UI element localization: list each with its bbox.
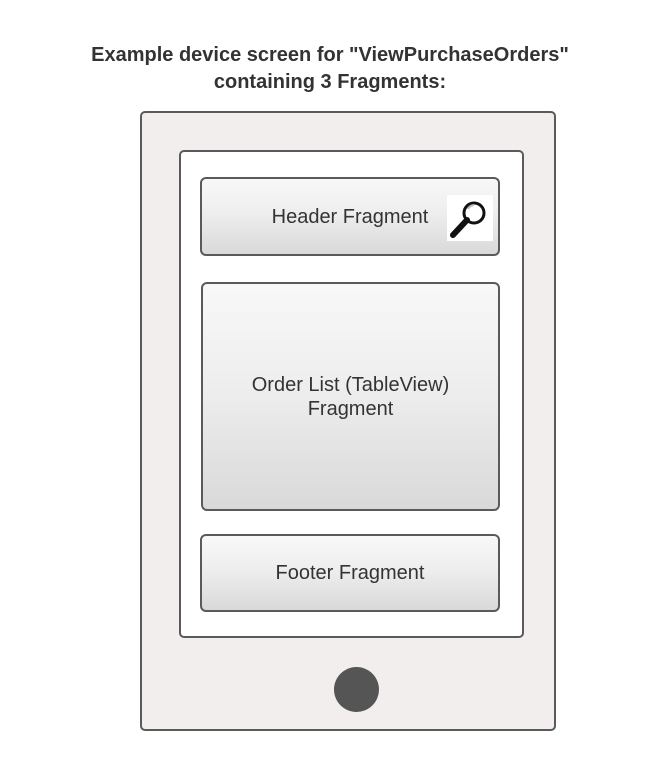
footer-fragment-label: Footer Fragment bbox=[275, 562, 425, 584]
order-list-fragment: Order List (TableView) Fragment bbox=[201, 282, 500, 511]
order-list-fragment-label-line-2: Fragment bbox=[307, 397, 394, 420]
diagram-title-line-1: Example device screen for "ViewPurchaseO… bbox=[91, 44, 569, 66]
diagram-title: Example device screen for "ViewPurchaseO… bbox=[0, 42, 660, 96]
footer-fragment: Footer Fragment bbox=[200, 534, 500, 612]
order-list-fragment-label: Order List (TableView) Fragment bbox=[252, 373, 449, 421]
magnifying-glass-icon bbox=[447, 195, 493, 241]
order-list-fragment-label-line-1: Order List (TableView) bbox=[251, 373, 450, 396]
home-button bbox=[334, 667, 379, 712]
diagram-title-line-2: containing 3 Fragments: bbox=[213, 71, 447, 93]
header-fragment-label: Header Fragment bbox=[271, 205, 429, 228]
